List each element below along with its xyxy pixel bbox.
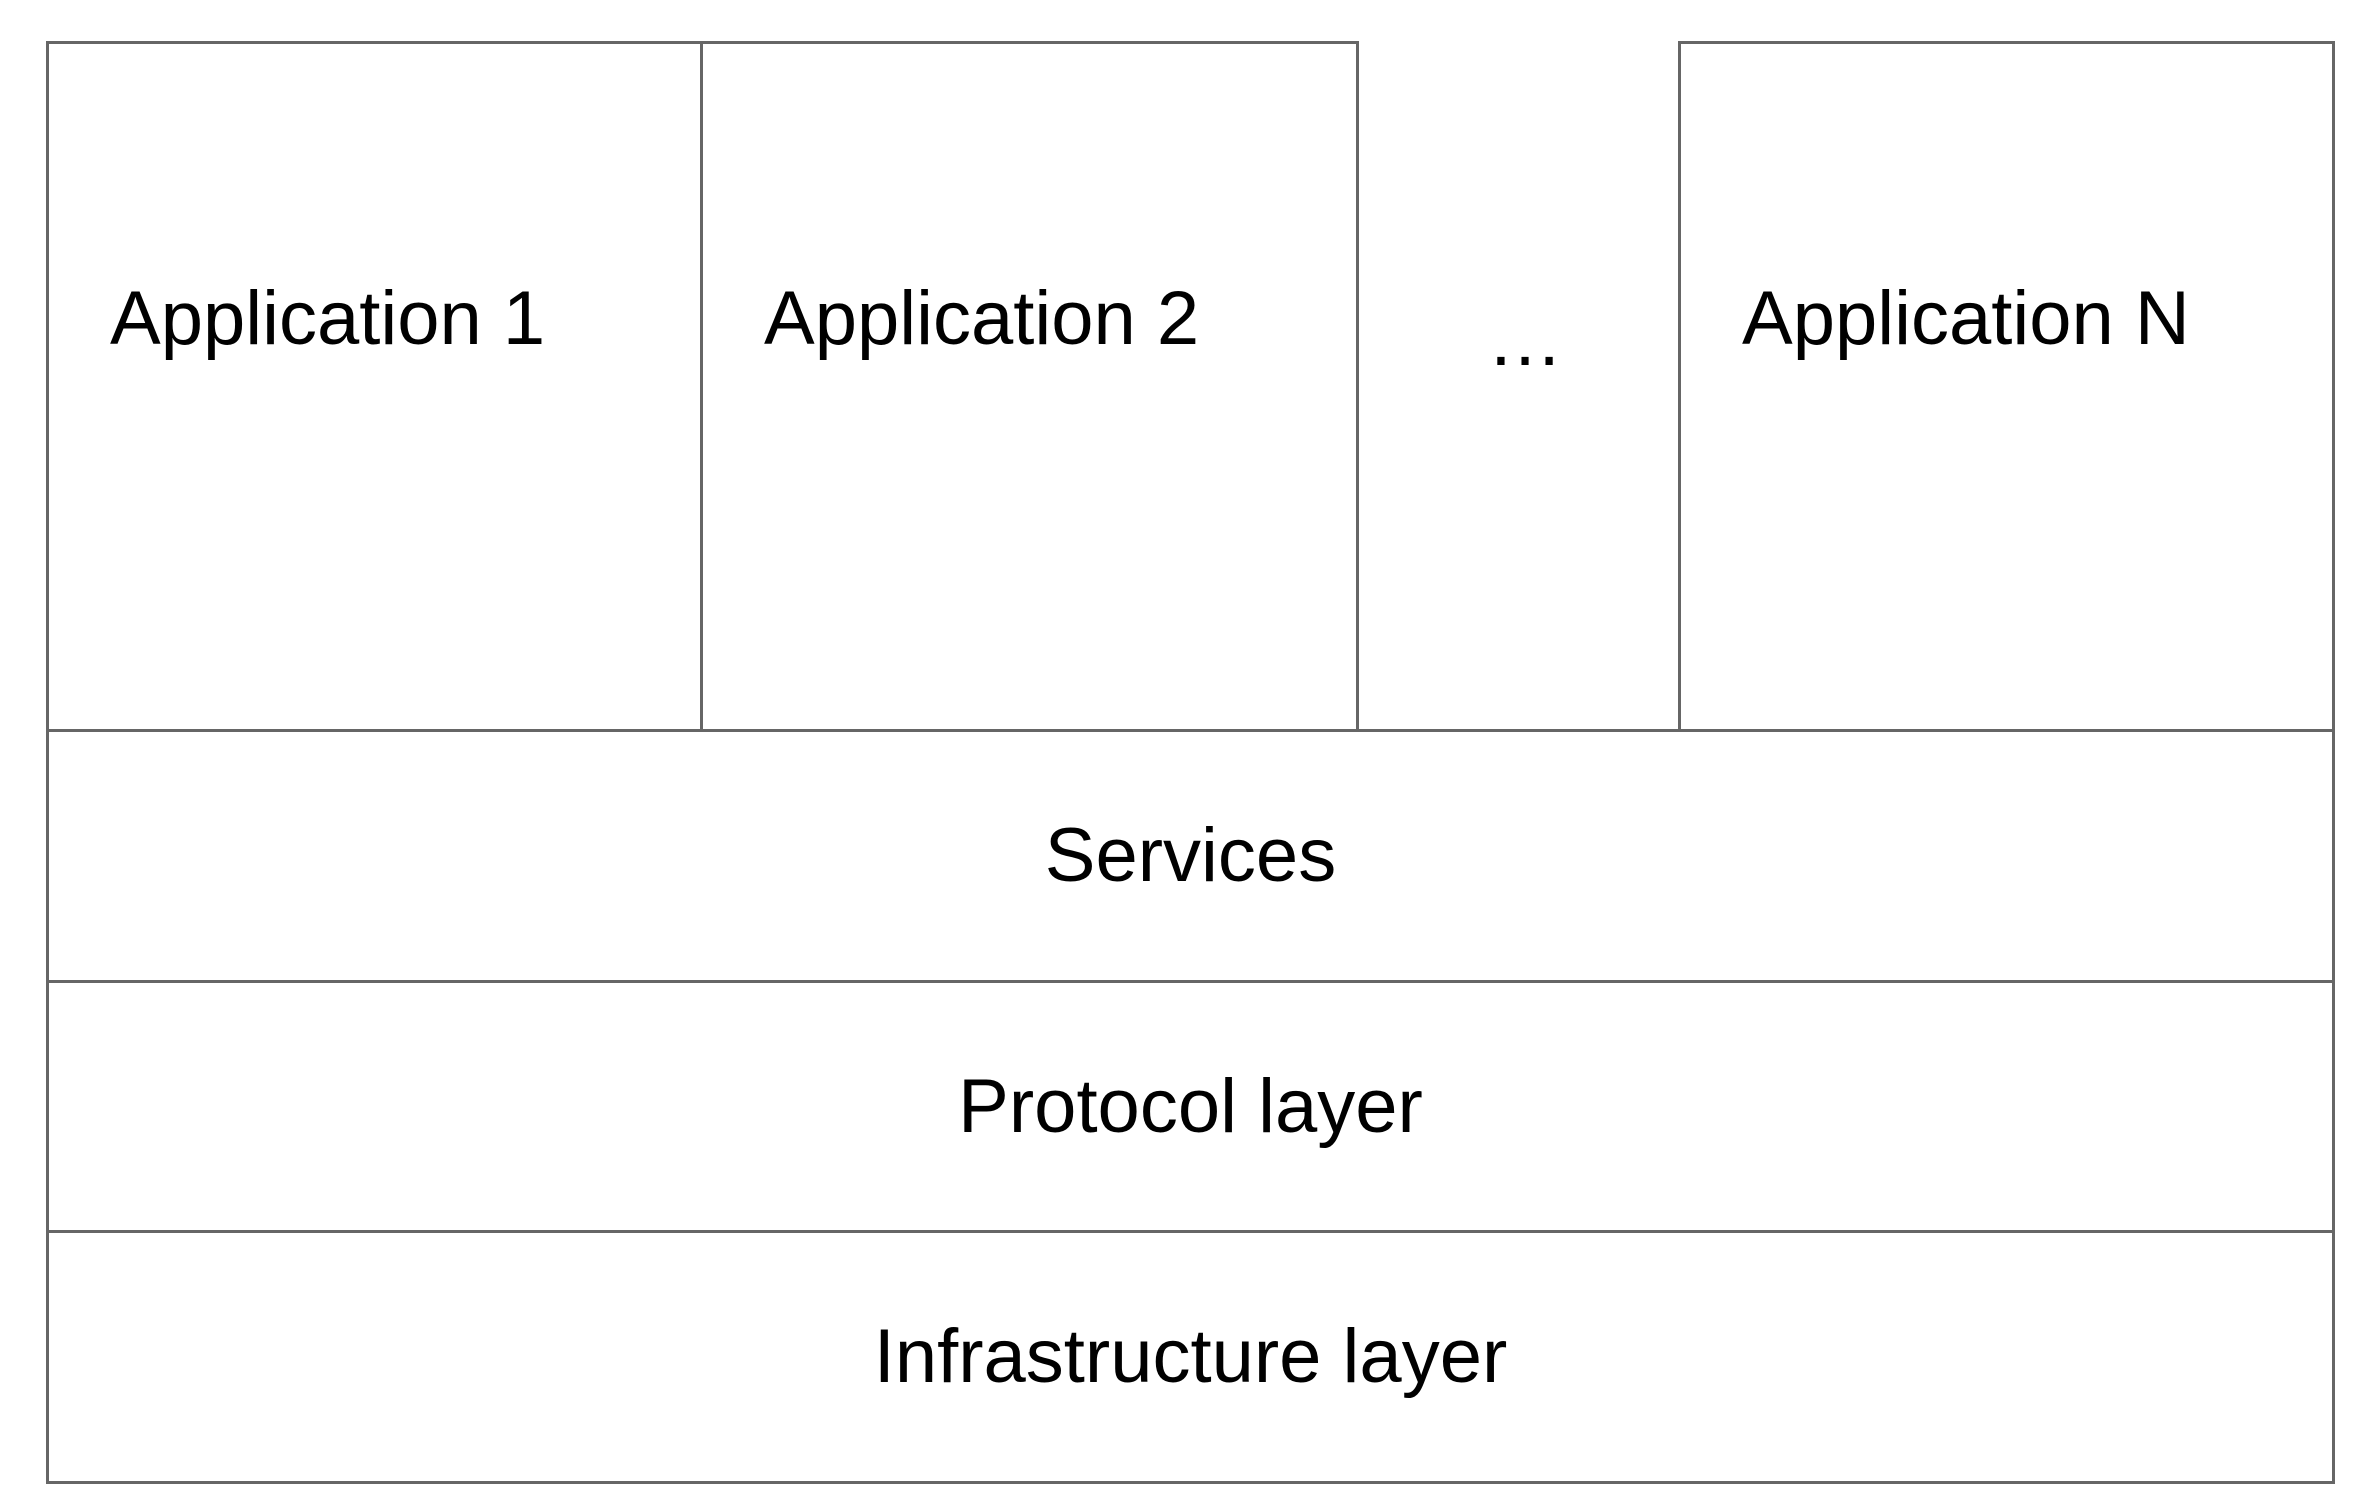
protocol-layer: Protocol layer <box>46 980 2335 1233</box>
application-n-label: Application N <box>1742 276 2190 361</box>
ellipsis: … <box>1487 297 1563 382</box>
application-n-box: Application N <box>1678 41 2335 733</box>
services-layer: Services <box>46 729 2335 983</box>
protocol-layer-label: Protocol layer <box>958 1063 1423 1149</box>
application-2-box: Application 2 <box>700 41 1359 733</box>
application-2-label: Application 2 <box>764 276 1200 361</box>
application-1-label: Application 1 <box>110 276 546 361</box>
infrastructure-layer-label: Infrastructure layer <box>873 1314 1508 1399</box>
services-label: Services <box>1044 813 1337 898</box>
infrastructure-layer: Infrastructure layer <box>46 1230 2335 1484</box>
application-1-box: Application 1 <box>46 41 703 733</box>
